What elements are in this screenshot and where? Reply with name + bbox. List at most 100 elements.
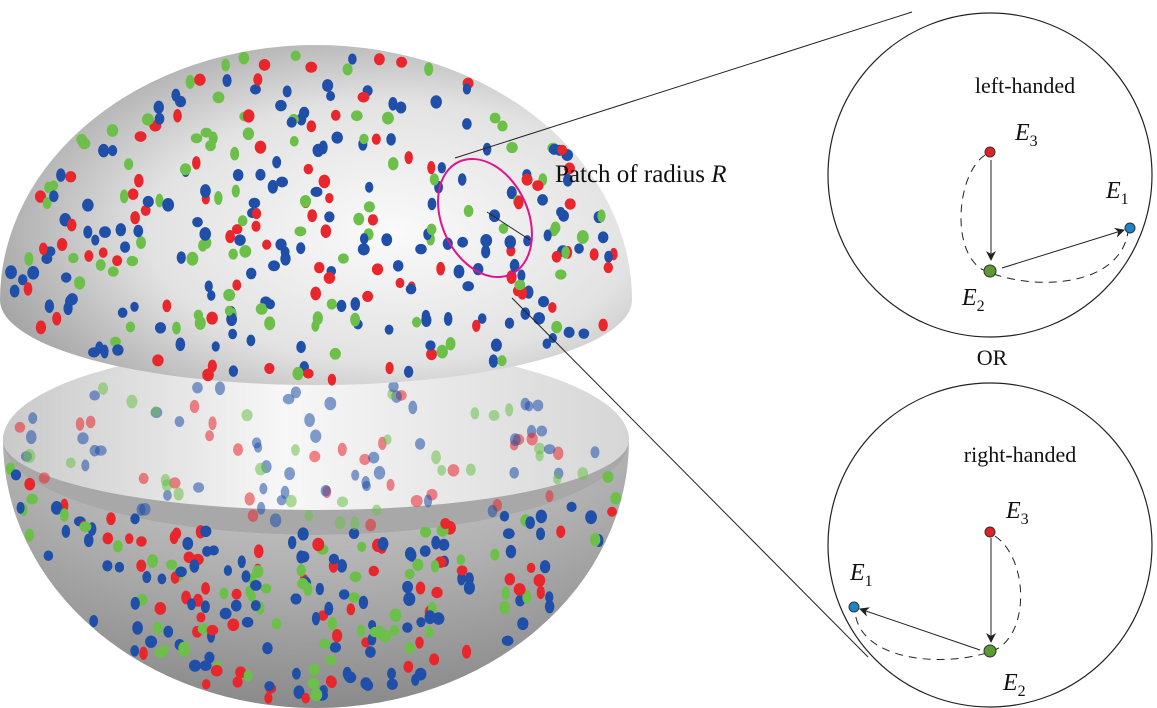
surface-dot — [386, 478, 395, 491]
surface-dot — [410, 495, 423, 508]
surface-dot — [179, 163, 192, 176]
surface-dot — [210, 665, 223, 677]
surface-dot — [315, 582, 325, 596]
surface-dot — [16, 501, 25, 514]
surface-dot — [362, 290, 374, 302]
surface-dot — [285, 494, 297, 508]
surface-dot — [25, 430, 37, 445]
surface-dot — [76, 133, 88, 146]
surface-dot — [136, 559, 147, 572]
surface-dot — [389, 625, 400, 636]
surface-dot — [160, 473, 171, 487]
surface-dot — [403, 365, 414, 378]
surface-dot — [359, 133, 369, 145]
surface-dot — [163, 625, 174, 638]
surface-dot — [499, 510, 510, 522]
surface-dot — [247, 509, 259, 522]
surface-dot — [463, 580, 475, 595]
surface-dot — [98, 247, 108, 258]
surface-dot — [59, 508, 69, 522]
surface-dot — [77, 432, 89, 445]
surface-dot — [415, 636, 424, 649]
surface-dot — [252, 565, 264, 579]
surface-dot — [153, 100, 164, 114]
surface-dot — [589, 248, 599, 261]
surface-dot — [501, 586, 510, 600]
surface-dot — [557, 144, 568, 156]
surface-dot — [537, 194, 548, 206]
surface-dot — [154, 112, 165, 125]
surface-dot — [421, 309, 431, 323]
surface-dot — [386, 678, 398, 690]
surface-dot — [125, 321, 136, 333]
surface-dot — [257, 501, 266, 515]
surface-dot — [462, 118, 472, 130]
surface-dot — [140, 204, 151, 216]
surface-dot — [127, 188, 139, 200]
surface-dot — [419, 526, 432, 538]
surface-dot — [307, 677, 320, 689]
surface-dot — [456, 554, 466, 565]
surface-dot — [489, 112, 501, 124]
surface-dot — [499, 601, 511, 615]
surface-dot — [350, 297, 361, 311]
surface-dot — [237, 215, 248, 227]
surface-dot — [322, 79, 334, 92]
surface-dot — [574, 243, 584, 254]
surface-dot — [470, 407, 480, 420]
surface-dot — [536, 425, 548, 437]
surface-dot — [562, 173, 573, 187]
surface-dot — [23, 282, 33, 296]
surface-dot — [275, 99, 287, 112]
surface-dot — [334, 516, 346, 530]
surface-dot — [221, 58, 230, 72]
surface-dot — [379, 629, 392, 643]
surface-dot — [360, 677, 372, 690]
surface-dot — [480, 234, 493, 247]
surface-dot — [89, 390, 100, 401]
surface-dot — [241, 409, 253, 422]
surface-dot — [536, 585, 545, 600]
surface-dot — [24, 251, 34, 266]
surface-dot — [253, 73, 263, 86]
surface-dot — [437, 162, 446, 174]
surface-dot — [290, 50, 301, 61]
surface-dot — [312, 143, 324, 158]
surface-dot — [359, 233, 369, 245]
surface-dot — [296, 564, 306, 577]
surface-dot — [520, 307, 531, 320]
surface-dot — [282, 85, 292, 98]
surface-dot — [275, 238, 287, 251]
surface-dot — [199, 227, 211, 241]
surface-dot — [204, 280, 213, 293]
surface-dot — [84, 250, 94, 262]
surface-dot — [551, 320, 563, 334]
surface-dot — [415, 243, 427, 255]
surface-dot — [289, 136, 299, 147]
surface-dot — [49, 190, 59, 203]
surface-dot — [34, 190, 46, 203]
surface-dot — [290, 593, 302, 605]
surface-dot — [312, 537, 325, 552]
surface-dot — [463, 204, 474, 218]
surface-dot — [487, 504, 498, 518]
surface-dot — [211, 341, 220, 352]
surface-dot — [392, 260, 404, 272]
surface-dot — [60, 272, 72, 283]
surface-dot — [152, 621, 163, 635]
surface-dot — [172, 527, 182, 540]
surface-dot — [138, 472, 149, 485]
surface-dot — [238, 51, 250, 65]
svg-text:E1: E1 — [1105, 178, 1129, 208]
point-e3 — [984, 146, 996, 158]
surface-dot — [566, 501, 577, 513]
surface-dot — [386, 133, 396, 146]
surface-dot — [85, 415, 96, 429]
surface-dot — [132, 621, 143, 635]
surface-dot — [74, 276, 86, 290]
surface-dot — [243, 669, 253, 682]
surface-dot — [542, 338, 552, 349]
surface-dot — [590, 446, 600, 459]
surface-dot — [482, 142, 492, 156]
surface-dot — [66, 218, 77, 232]
